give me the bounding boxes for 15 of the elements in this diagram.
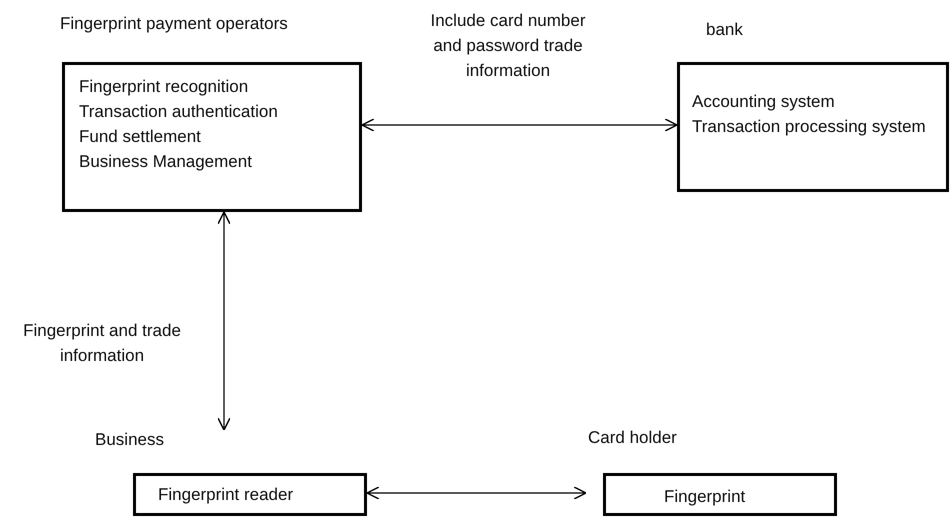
double-arrow xyxy=(361,118,678,132)
function-item: Accounting system xyxy=(692,91,836,113)
function-item: Fingerprint recognition xyxy=(79,76,250,98)
function-item: Fingerprint reader xyxy=(158,484,294,506)
group-heading: bank xyxy=(706,20,743,40)
function-item: Fund settlement xyxy=(79,126,202,148)
group-heading: Fingerprint payment operators xyxy=(60,14,288,34)
group-heading: Card holder xyxy=(588,428,677,448)
function-item: Transaction authentication xyxy=(79,101,279,123)
function-item: Business Management xyxy=(79,151,253,173)
double-arrow xyxy=(217,211,231,431)
double-arrow xyxy=(366,486,587,500)
function-item: Transaction processing system xyxy=(692,116,927,138)
function-item: Fingerprint xyxy=(664,486,746,508)
group-heading: Business xyxy=(95,430,164,450)
